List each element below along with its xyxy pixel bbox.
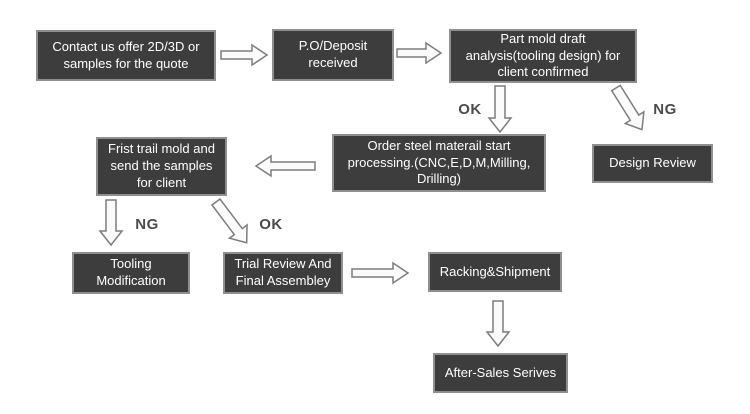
node-contact-us-label: Contact us offer 2D/3D or samples for th… <box>52 38 200 71</box>
node-tooling-modification-label: Tooling Modification <box>96 256 166 288</box>
node-po-deposit: P.O/Deposit received <box>272 29 394 81</box>
arrow-po-deposit-to-part-mold <box>396 41 443 65</box>
node-order-steel-processing-label: Order steel materail start processing.(C… <box>347 137 531 187</box>
arrow-racking-shipment-to-after-sales <box>485 300 511 348</box>
node-first-trial-mold-label: Frist trail mold and send the samples fo… <box>108 141 215 190</box>
node-contact-us: Contact us offer 2D/3D or samples for th… <box>36 30 216 81</box>
arrow-part-mold-to-order-steel <box>487 85 513 134</box>
node-racking-shipment-label: Racking&Shipment <box>439 263 551 279</box>
node-part-mold-analysis: Part mold draft analysis(tooling design)… <box>449 29 637 83</box>
node-first-trial-mold: Frist trail mold and send the samples fo… <box>96 137 227 196</box>
node-after-sales-service: After-Sales Serives <box>433 353 568 393</box>
branch-label-ng-top: NG <box>653 101 677 118</box>
node-racking-shipment: Racking&Shipment <box>428 252 562 292</box>
arrow-trial-review-to-racking-shipment <box>351 261 410 285</box>
node-after-sales-service-label: After-Sales Serives <box>444 364 557 380</box>
node-design-review: Design Review <box>592 144 713 183</box>
node-po-deposit-label: P.O/Deposit received <box>298 38 368 70</box>
node-trial-review-final-assembly-label: Trial Review And Final Assembley <box>234 256 332 288</box>
node-part-mold-analysis-label: Part mold draft analysis(tooling design)… <box>465 30 621 80</box>
arrow-order-steel-to-first-trial <box>254 154 316 178</box>
arrow-first-trial-to-tooling-modification <box>98 199 124 247</box>
arrow-contact-to-po-deposit <box>220 43 269 67</box>
node-trial-review-final-assembly: Trial Review And Final Assembley <box>223 252 343 294</box>
node-tooling-modification: Tooling Modification <box>72 252 190 294</box>
arrow-first-trial-to-trial-review <box>210 197 248 244</box>
node-order-steel-processing: Order steel materail start processing.(C… <box>332 134 546 192</box>
branch-label-ng-bottom: NG <box>135 216 159 233</box>
arrow-part-mold-to-design-review <box>610 84 645 131</box>
branch-label-ok-top: OK <box>458 101 482 118</box>
branch-label-ok-bottom: OK <box>259 216 283 233</box>
node-design-review-label: Design Review <box>609 155 696 171</box>
